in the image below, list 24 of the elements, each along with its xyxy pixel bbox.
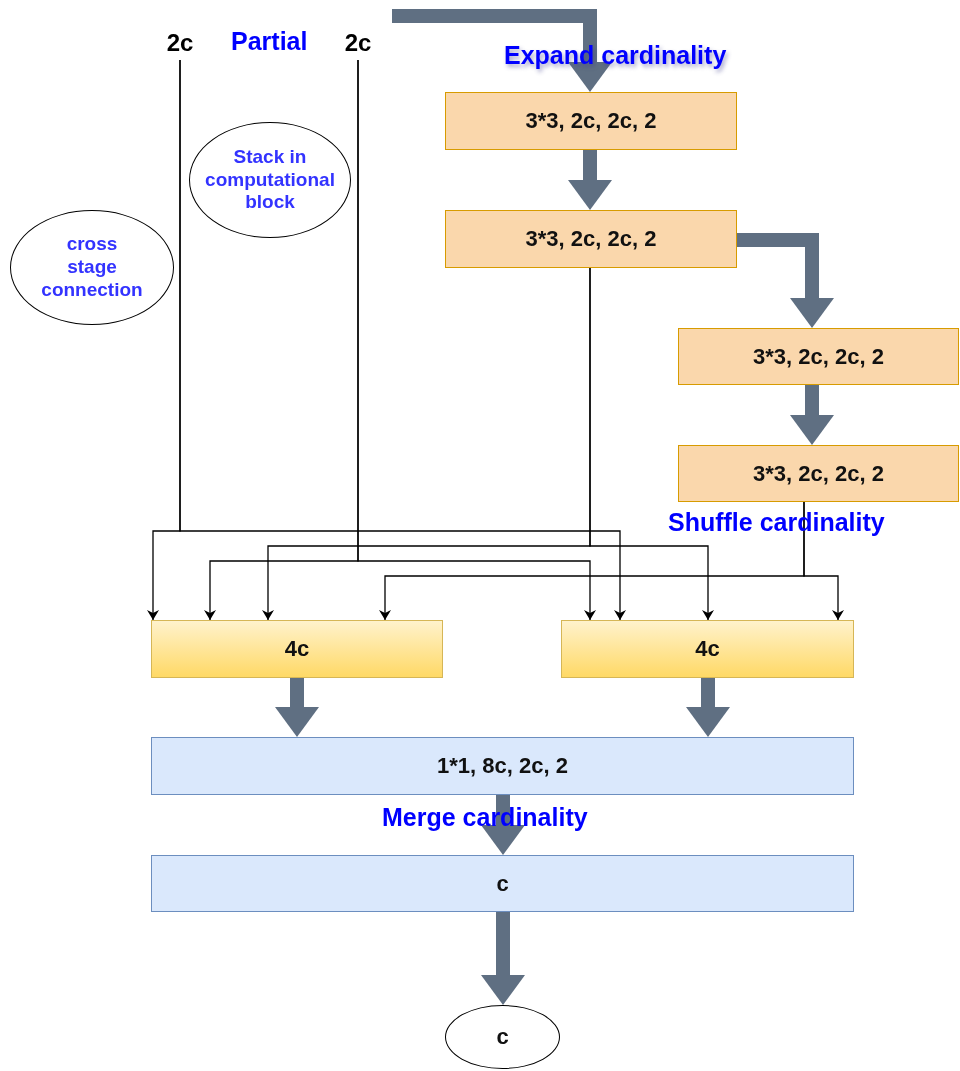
conv-layer-box: 1*1, 8c, 2c, 2 bbox=[151, 737, 854, 795]
concat-box: 4c bbox=[561, 620, 854, 678]
block-arrow bbox=[686, 678, 730, 737]
block-arrow bbox=[275, 678, 319, 737]
connector-arrow bbox=[589, 267, 714, 621]
note-ellipse: Stack in computational block bbox=[189, 122, 351, 238]
block-arrow bbox=[481, 912, 525, 1005]
connector-arrow bbox=[179, 59, 626, 621]
block-arrow bbox=[568, 150, 612, 210]
block-arrow bbox=[737, 233, 834, 328]
output-ellipse: c bbox=[445, 1005, 560, 1069]
connector-arrow bbox=[357, 59, 596, 621]
connector-arrow bbox=[803, 501, 844, 621]
channel-label: 2c bbox=[164, 26, 196, 60]
channel-label: 2c bbox=[342, 26, 374, 60]
output-box: c bbox=[151, 855, 854, 912]
conv-layer-box: 3*3, 2c, 2c, 2 bbox=[678, 445, 959, 502]
conv-layer-box: 3*3, 2c, 2c, 2 bbox=[445, 210, 737, 268]
group-label: Partial bbox=[231, 27, 308, 56]
note-ellipse: cross stage connection bbox=[10, 210, 174, 325]
block-arrow bbox=[790, 385, 834, 445]
conv-layer-box: 3*3, 2c, 2c, 2 bbox=[445, 92, 737, 150]
concat-box: 4c bbox=[151, 620, 443, 678]
conv-layer-box: 3*3, 2c, 2c, 2 bbox=[678, 328, 959, 385]
